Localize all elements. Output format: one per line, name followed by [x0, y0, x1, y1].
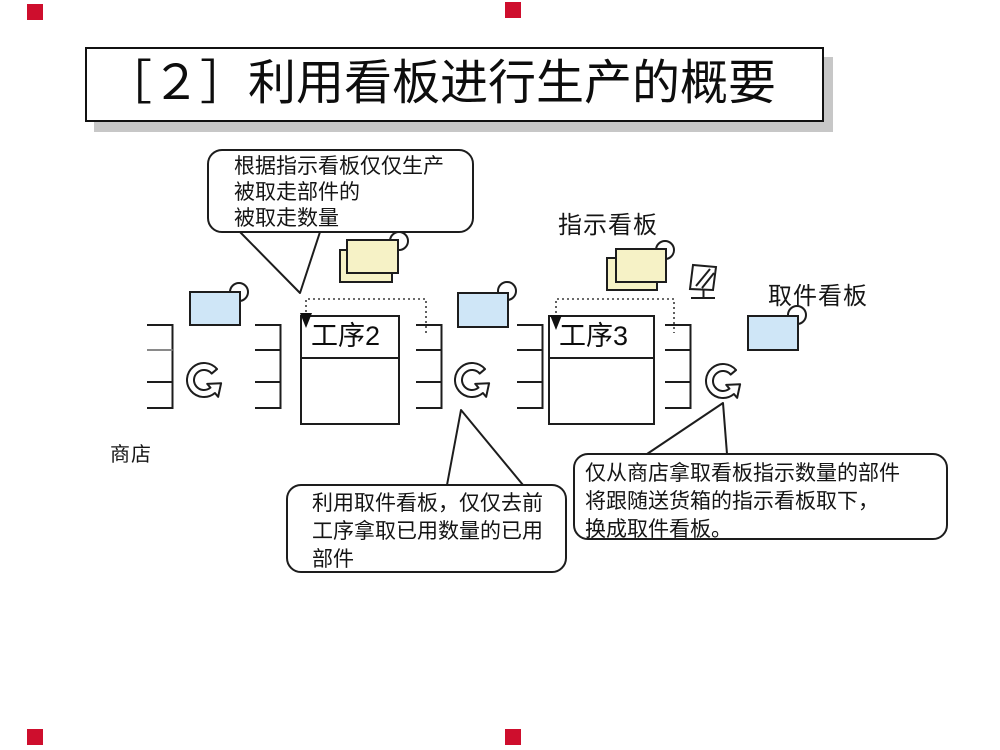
shelf-bracket [416, 324, 443, 409]
label-withdrawal-kanban: 取件看板 [768, 283, 868, 310]
kanban-card-group [189, 231, 807, 351]
shelf-bracket [147, 324, 174, 409]
callout-tail [239, 231, 321, 294]
callout-line: 将跟随送货箱的指示看板取下， [585, 490, 879, 513]
process-label: 工序2 [302, 317, 398, 359]
instruction-kanban-card [339, 249, 393, 283]
callout-line: 根据指示看板仅仅生产 [234, 155, 444, 178]
process-box-3: 工序3 [548, 315, 655, 425]
callout-line: 被取走部件的 [234, 181, 360, 204]
callout-withdrawal-kanban: 利用取件看板，仅仅去前 工序拿取已用数量的已用 部件 [286, 484, 567, 573]
callout-line: 仅从商店拿取看板指示数量的部件 [585, 462, 900, 485]
circular-arrow-group [185, 361, 742, 399]
hatched-sign-on-stand-icon [688, 263, 718, 299]
red-corner-marker [27, 4, 43, 20]
callout-shop-rule: 仅从商店拿取看板指示数量的部件 将跟随送货箱的指示看板取下， 换成取件看板。 [573, 453, 948, 541]
shelf-bracket [665, 324, 692, 409]
shelf-bracket [255, 324, 282, 409]
callout-line: 利用取件看板，仅仅去前 [312, 492, 543, 515]
process-label: 工序3 [550, 317, 653, 359]
pin-circle [229, 282, 249, 302]
pin-circle [655, 240, 675, 260]
label-instruction-kanban: 指示看板 [558, 212, 658, 239]
red-corner-marker [505, 729, 521, 745]
withdrawal-kanban-card [457, 292, 509, 328]
callout-line: 工序拿取已用数量的已用 [312, 520, 543, 543]
callout-line: 换成取件看板。 [585, 518, 732, 541]
callout-line: 被取走数量 [234, 207, 339, 230]
process-box-2: 工序2 [300, 315, 400, 425]
circular-flow-arrow [185, 361, 223, 398]
withdrawal-kanban-card [189, 291, 241, 326]
label-shop: 商店 [110, 444, 152, 466]
circular-flow-arrow [453, 361, 491, 398]
circular-flow-arrow [704, 362, 742, 399]
pin-circle [389, 231, 409, 251]
pin-circle [497, 281, 517, 301]
shelf-bracket [517, 324, 544, 409]
instruction-kanban-card [606, 257, 658, 291]
red-corner-marker [27, 729, 43, 745]
instruction-kanban-card [615, 248, 667, 283]
page-title: ［２］利用看板进行生产的概要 [85, 47, 824, 122]
callout-line: 部件 [312, 548, 354, 571]
callout-tail [646, 402, 728, 455]
callout-instruction-kanban: 根据指示看板仅仅生产 被取走部件的 被取走数量 [207, 149, 474, 233]
withdrawal-kanban-card [747, 315, 799, 351]
callout-tail [446, 409, 524, 486]
red-corner-marker [505, 2, 521, 18]
instruction-kanban-card [346, 239, 399, 274]
